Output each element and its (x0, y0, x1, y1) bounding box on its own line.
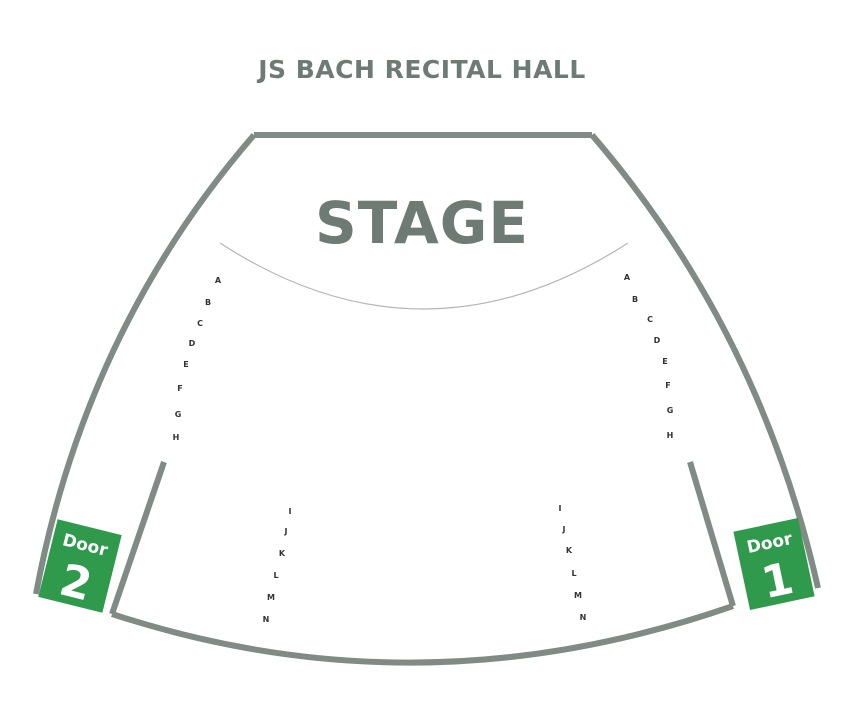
right-outer-wall (589, 133, 821, 589)
row-label: J (562, 525, 566, 534)
row-label: H (667, 431, 674, 440)
row-label: B (632, 295, 638, 304)
row-labels-left-front: A B C D E F G H (173, 276, 222, 442)
row-label: E (662, 357, 667, 366)
row-label: L (571, 569, 576, 578)
row-label: M (574, 591, 582, 600)
row-labels-right-rear: I J K L M N (559, 504, 587, 622)
row-label: C (647, 315, 653, 324)
row-label: N (263, 615, 270, 624)
row-labels-left-rear: I J K L M N (263, 507, 292, 624)
left-inner-wall (109, 461, 167, 615)
stage-label: STAGE (315, 189, 529, 257)
left-outer-wall (33, 133, 257, 595)
right-inner-wall (687, 461, 736, 607)
row-label: B (205, 298, 211, 307)
row-label: M (267, 593, 275, 602)
row-label: L (273, 571, 278, 580)
row-label: A (215, 276, 222, 285)
door-1-box (733, 518, 815, 610)
row-label: I (559, 504, 562, 513)
row-label: J (284, 527, 288, 536)
door-2-sign: Door 2 (38, 519, 122, 613)
door-1-sign: Door 1 (733, 518, 815, 610)
row-label: F (665, 381, 670, 390)
row-label: G (175, 410, 182, 419)
row-label: I (289, 507, 292, 516)
row-label: K (279, 549, 286, 558)
stage-front-edge (219, 242, 629, 310)
door-2-box (38, 519, 122, 613)
row-labels-right-front: A B C D E F G H (624, 273, 673, 440)
hall-title: JS BACH RECITAL HALL (256, 55, 586, 84)
row-label: A (624, 273, 631, 282)
row-label: D (654, 336, 661, 345)
row-label: D (189, 339, 196, 348)
rear-curved-wall (111, 603, 734, 666)
row-label: K (566, 546, 573, 555)
row-label: N (580, 613, 587, 622)
row-label: E (183, 360, 188, 369)
row-label: F (177, 384, 182, 393)
row-label: H (173, 433, 180, 442)
row-label: G (667, 406, 674, 415)
row-label: C (197, 319, 203, 328)
